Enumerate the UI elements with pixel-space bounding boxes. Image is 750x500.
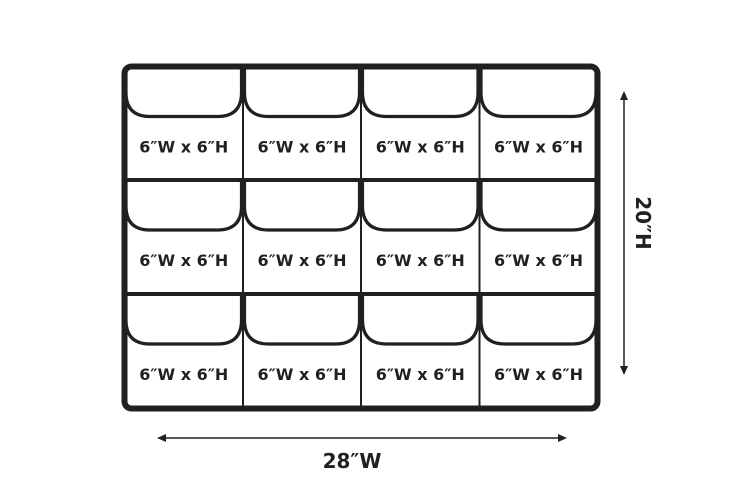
width-dimension: 28″W [157, 434, 567, 473]
pocket-size-label: 6″W x 6″H [139, 251, 228, 270]
pocket-flap [360, 296, 480, 346]
pocket-flap [124, 68, 244, 119]
organizer-frame [121, 63, 601, 412]
pocket-flap [479, 68, 598, 119]
width-arrow-left-icon [157, 434, 166, 442]
pocket-flap [479, 182, 598, 232]
pocket-flap [124, 296, 244, 346]
pocket-size-label: 6″W x 6″H [257, 365, 346, 384]
height-arrow-top-icon [620, 91, 628, 100]
pocket-size-label: 6″W x 6″H [376, 365, 465, 384]
pocket-size-label: 6″W x 6″H [494, 365, 583, 384]
pocket-flap [360, 182, 480, 232]
height-arrow-bottom-icon [620, 366, 628, 375]
pocket-size-label: 6″W x 6″H [494, 138, 583, 157]
pocket-size-label: 6″W x 6″H [139, 138, 228, 157]
pocket-size-label: 6″W x 6″H [257, 251, 346, 270]
pocket-flap [360, 68, 480, 119]
height-dimension-label: 20″H [631, 196, 655, 250]
pocket-size-label: 6″W x 6″H [494, 251, 583, 270]
pocket-size-label: 6″W x 6″H [376, 251, 465, 270]
pocket-flap [124, 182, 244, 232]
width-dimension-label: 28″W [323, 449, 382, 473]
pocket-flap [242, 182, 362, 232]
pockets-grid: 6″W x 6″H 6″W x 6″H 6″W x 6″H 6″W x 6″H 6″W … [124, 66, 598, 409]
pocket-flap [242, 68, 362, 119]
pocket-flap [479, 296, 598, 346]
height-dimension: 20″H [620, 91, 655, 375]
pocket-size-label: 6″W x 6″H [139, 365, 228, 384]
width-arrow-right-icon [558, 434, 567, 442]
pocket-size-label: 6″W x 6″H [376, 138, 465, 157]
pocket-flap [242, 296, 362, 346]
pocket-size-label: 6″W x 6″H [257, 138, 346, 157]
